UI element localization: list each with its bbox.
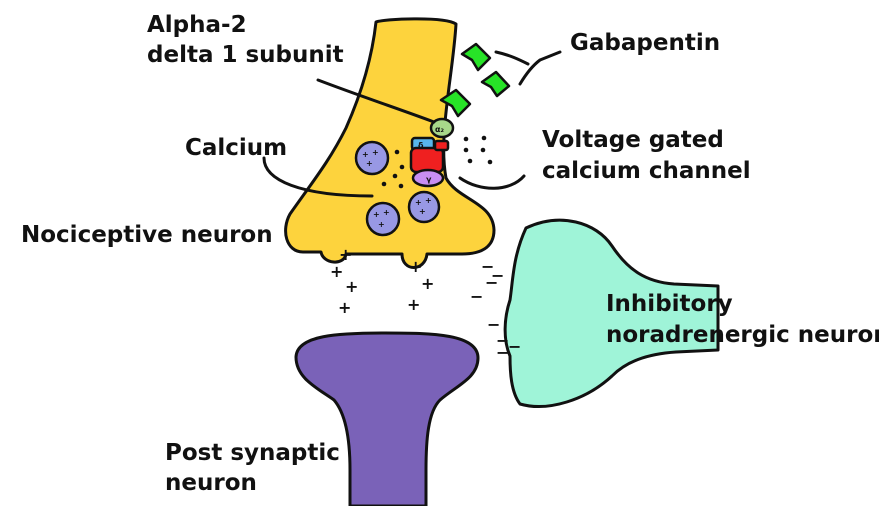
plus-sign: + <box>383 208 390 217</box>
calcium-label: Calcium <box>185 135 287 161</box>
plus-sign: + <box>373 210 380 219</box>
plus-sign: + <box>362 150 369 159</box>
plus-sign: + <box>330 262 343 281</box>
vgcc-leader-line <box>460 176 524 188</box>
postsynaptic-neuron-label: neuron <box>165 470 257 496</box>
plus-sign: + <box>366 159 373 168</box>
plus-sign: + <box>421 274 434 293</box>
inhibitory-neuron-label: Inhibitory <box>606 291 733 317</box>
plus-sign: + <box>372 148 379 157</box>
calcium-vesicle <box>356 142 388 174</box>
minus-sign: − <box>508 337 521 356</box>
vgcc-label: Voltage gated <box>542 127 724 153</box>
postsynaptic-neuron-label: Post synaptic <box>165 440 340 466</box>
gabapentin-molecule <box>482 72 509 96</box>
inhibitory-neuron-label: noradrenergic neuron <box>606 322 879 348</box>
postsynaptic-neuron <box>296 333 478 506</box>
plus-sign: + <box>378 220 385 229</box>
gabapentin-label: Gabapentin <box>570 30 720 56</box>
plus-sign: + <box>345 277 358 296</box>
gabapentin-bracket <box>496 52 560 84</box>
plus-sign: + <box>425 196 432 205</box>
plus-sign: + <box>338 298 351 317</box>
channel-top-cap <box>435 141 448 150</box>
vgcc-label: calcium channel <box>542 158 751 184</box>
alpha2-subunit-label: α₂ <box>435 125 444 134</box>
nociceptive-neuron-label: Nociceptive neuron <box>21 222 273 248</box>
alpha2-label: delta 1 subunit <box>147 42 344 68</box>
minus-sign: − <box>470 287 483 306</box>
alpha2-label: Alpha-2 <box>147 12 247 38</box>
channel-pore <box>411 148 443 172</box>
plus-sign: + <box>407 295 420 314</box>
plus-sign: + <box>415 198 422 207</box>
minus-sign: − <box>496 343 509 362</box>
gabapentin-molecule <box>462 44 490 70</box>
minus-sign: − <box>485 273 498 292</box>
plus-sign: + <box>419 207 426 216</box>
gamma-subunit-label: γ <box>426 175 432 184</box>
